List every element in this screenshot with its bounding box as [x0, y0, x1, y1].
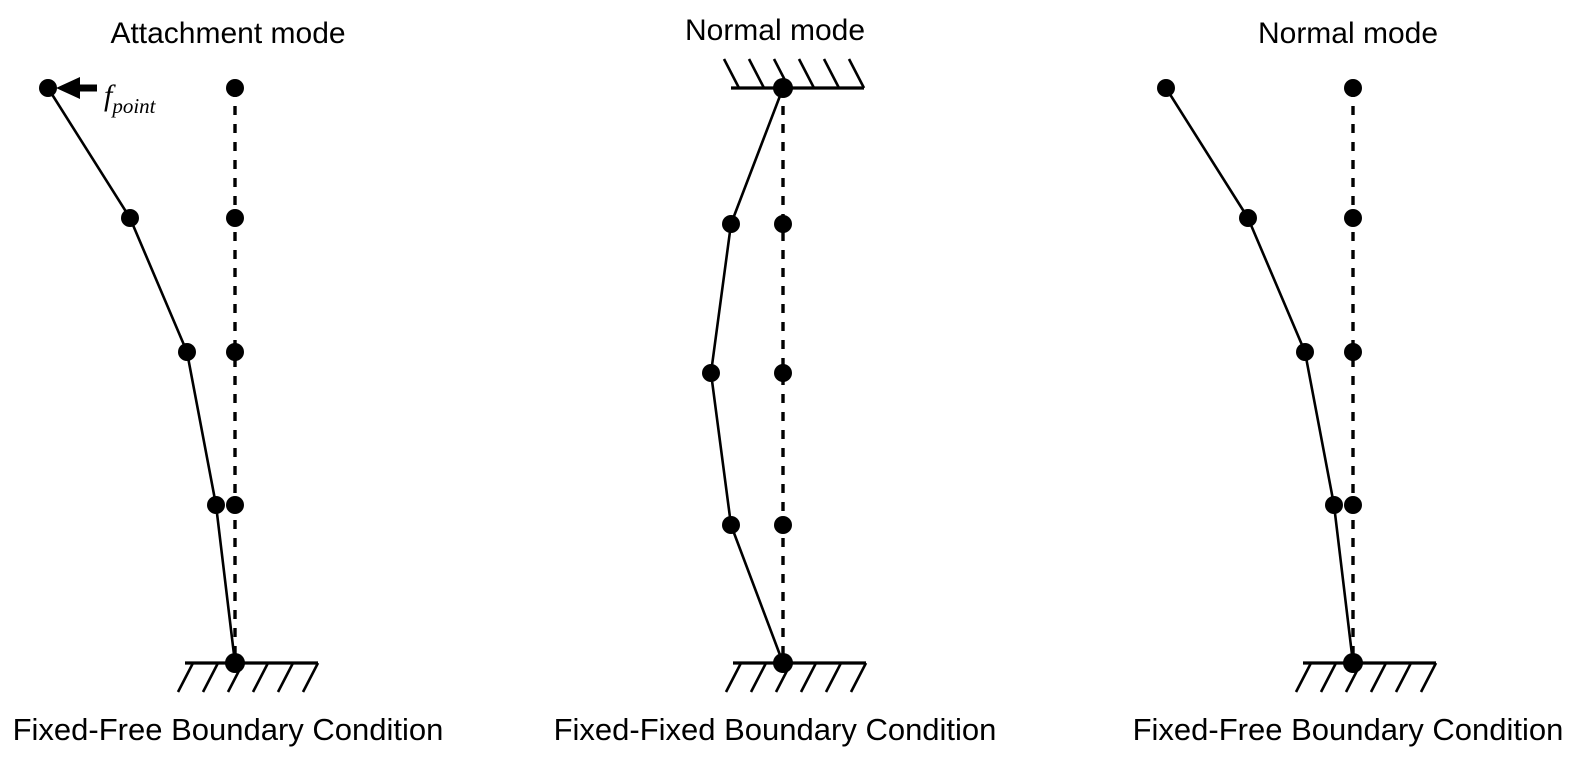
panel-middle-top-node	[773, 78, 793, 98]
support-hatch	[847, 58, 866, 89]
support-hatch	[1394, 662, 1413, 693]
support-hatch	[301, 662, 320, 693]
panel-left-mode-node	[39, 79, 57, 97]
arrow-head-icon	[56, 77, 80, 99]
panel-right-mode-node	[1296, 343, 1314, 361]
panel-middle-reference-node	[774, 215, 792, 233]
panel-right-mode-line	[1164, 86, 1355, 665]
panel-middle-mode-node	[722, 516, 740, 534]
panel-middle: Normal mode	[554, 14, 997, 747]
panel-left-reference-node	[226, 343, 244, 361]
panel-left-caption: Fixed-Free Boundary Condition	[13, 712, 444, 747]
support-hatch	[251, 662, 270, 693]
panel-right-title: Normal mode	[1258, 17, 1438, 50]
panel-middle-mode-node	[722, 215, 740, 233]
support-hatch	[276, 662, 295, 693]
panel-left-base-node	[225, 653, 245, 673]
panel-right-base-node	[1343, 653, 1363, 673]
panel-left-mode-node	[207, 496, 225, 514]
panel-right-reference-node	[1344, 343, 1362, 361]
point-force-arrow	[56, 77, 97, 99]
support-hatch	[201, 662, 220, 693]
support-hatch	[722, 58, 741, 89]
support-hatch	[1369, 662, 1388, 693]
panel-right-fixed-support-bottom	[1294, 661, 1438, 693]
panel-left-mode-node	[178, 343, 196, 361]
support-hatch	[1294, 662, 1313, 693]
panel-middle-title: Normal mode	[685, 14, 865, 47]
panel-right-caption: Fixed-Free Boundary Condition	[1133, 712, 1564, 747]
support-hatch	[747, 58, 766, 89]
panel-middle-base-node	[773, 653, 793, 673]
panel-right-reference-node	[1344, 209, 1362, 227]
support-hatch	[749, 662, 768, 693]
panel-middle-reference-node	[774, 516, 792, 534]
panel-left-fixed-support-bottom	[176, 661, 320, 693]
panel-left-title: Attachment mode	[110, 17, 345, 50]
support-hatch	[176, 662, 195, 693]
panel-middle-mode-line	[709, 86, 785, 665]
panel-right-mode-node	[1157, 79, 1175, 97]
panel-right-mode-node	[1325, 496, 1343, 514]
support-hatch	[799, 662, 818, 693]
support-hatch	[824, 662, 843, 693]
panel-right-mode-node	[1239, 209, 1257, 227]
panel-left-reference-node	[226, 79, 244, 97]
panel-left-mode-node	[121, 209, 139, 227]
support-hatch	[797, 58, 816, 89]
support-hatch	[1419, 662, 1438, 693]
panel-middle-mode-node	[702, 364, 720, 382]
support-hatch	[822, 58, 841, 89]
panel-left-reference-node	[226, 496, 244, 514]
panel-left-mode-line	[46, 86, 237, 665]
panel-middle-fixed-support-bottom	[724, 661, 868, 693]
panel-middle-fixed-support-top	[722, 58, 866, 90]
panel-right-reference-node	[1344, 496, 1362, 514]
panel-right-reference-node	[1344, 79, 1362, 97]
panel-left-reference-node	[226, 209, 244, 227]
panel-left: Attachment mode	[13, 17, 444, 747]
point-force-label: fpoint	[104, 79, 157, 118]
panel-middle-reference-node	[774, 364, 792, 382]
support-hatch	[1319, 662, 1338, 693]
support-hatch	[849, 662, 868, 693]
force-subscript: point	[110, 94, 156, 118]
panel-right: Normal mode	[1133, 17, 1564, 747]
panel-middle-caption: Fixed-Fixed Boundary Condition	[554, 712, 997, 747]
support-hatch	[724, 662, 743, 693]
